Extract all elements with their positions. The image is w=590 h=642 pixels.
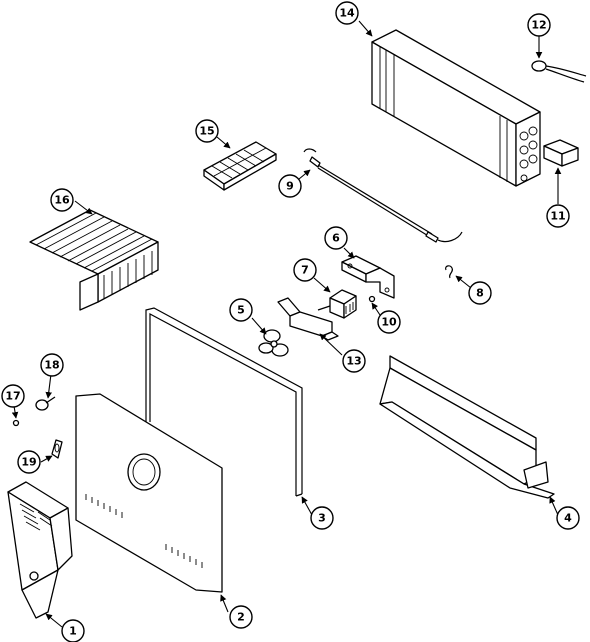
callout-8: 8: [468, 281, 492, 305]
callout-16: 16: [50, 188, 74, 212]
screw: [12, 419, 20, 427]
fan-motor: [317, 289, 357, 319]
svg-text:4: 4: [564, 512, 572, 525]
callout-13: 13: [342, 349, 366, 373]
callout-6: 6: [324, 226, 348, 250]
svg-text:14: 14: [339, 7, 355, 20]
clip-part-19: [51, 439, 63, 459]
svg-text:17: 17: [5, 390, 20, 403]
callout-18: 18: [40, 353, 64, 377]
svg-text:1: 1: [69, 625, 77, 638]
callout-17: 17: [1, 384, 25, 408]
ice-cube-tray: [203, 141, 277, 191]
callout-14: 14: [335, 1, 359, 25]
svg-text:3: 3: [318, 512, 326, 525]
svg-text:19: 19: [21, 456, 36, 469]
callout-11: 11: [546, 204, 570, 228]
svg-text:5: 5: [237, 304, 245, 317]
svg-text:16: 16: [54, 194, 70, 207]
svg-text:12: 12: [531, 19, 546, 32]
callout-12: 12: [527, 13, 551, 37]
callout-10: 10: [377, 310, 401, 334]
wire-shelf: [29, 209, 159, 311]
svg-text:13: 13: [346, 355, 361, 368]
screw-small: [368, 295, 376, 303]
fan-motor-bracket: [341, 255, 395, 299]
thumb-screw: [35, 396, 56, 411]
svg-text:18: 18: [44, 359, 59, 372]
air-vent-grille: [7, 481, 73, 619]
callout-5: 5: [229, 298, 253, 322]
evaporator-cover: [75, 393, 223, 593]
callout-15: 15: [195, 119, 219, 143]
svg-text:6: 6: [332, 232, 340, 245]
callout-2: 2: [229, 605, 253, 629]
motor-mount-bracket: [277, 297, 339, 341]
callout-3: 3: [310, 506, 334, 530]
callout-4: 4: [556, 506, 580, 530]
drain-trough: [379, 355, 555, 499]
callout-7: 7: [293, 258, 317, 282]
heater-clip: [445, 265, 454, 279]
svg-text:7: 7: [301, 264, 309, 277]
gasket: [145, 307, 303, 497]
evaporator-coil: [371, 29, 541, 187]
svg-text:8: 8: [476, 287, 484, 300]
svg-text:9: 9: [286, 180, 294, 193]
fan-blade: [258, 329, 289, 357]
svg-text:11: 11: [550, 210, 565, 223]
svg-text:2: 2: [237, 611, 245, 624]
callout-19: 19: [17, 450, 41, 474]
terminal-block: [543, 139, 579, 167]
callout-9: 9: [278, 174, 302, 198]
leader-lines: [11, 20, 562, 628]
callout-1: 1: [61, 619, 85, 642]
defrost-heater: [303, 148, 463, 243]
svg-text:15: 15: [199, 125, 214, 138]
defrost-thermostat: [531, 60, 587, 83]
svg-text:10: 10: [381, 316, 397, 329]
